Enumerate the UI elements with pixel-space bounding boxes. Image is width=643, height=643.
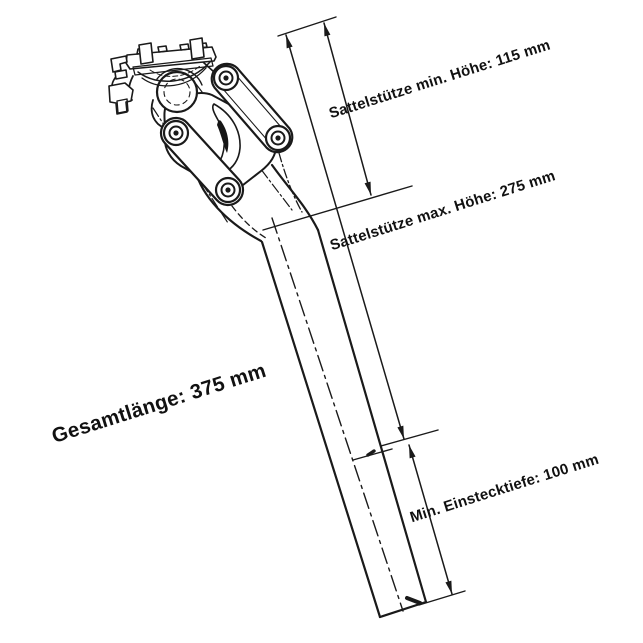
clamp-left-cap [110,55,128,73]
shaft-centerline [271,217,404,612]
tick-post-bottom [418,590,466,606]
saddle-clamp [110,37,217,87]
shaft-right-edge [316,228,428,604]
clamp-bolt-right [189,37,205,60]
tick-saddle-top [277,16,337,37]
pivot-bolt [214,176,242,204]
tick-insertion-stub [366,449,376,457]
dimension-line-insertion [408,444,453,595]
shaft-bottom-mark [405,596,422,605]
pivot-bolt [264,124,292,152]
bore-circle [155,70,199,114]
pivot-bolt [212,64,240,92]
clamp-bolt-left [138,42,154,65]
seatpost-head [108,37,320,243]
pivot-bolts [162,64,292,204]
tick-insertion-inner [352,448,393,461]
tick-insertion-outer [380,429,439,447]
pivot-bolt [162,119,190,147]
dimension-line-max-height [285,34,405,440]
seatpost-shaft [260,217,428,619]
dimension-graphics [262,16,466,606]
